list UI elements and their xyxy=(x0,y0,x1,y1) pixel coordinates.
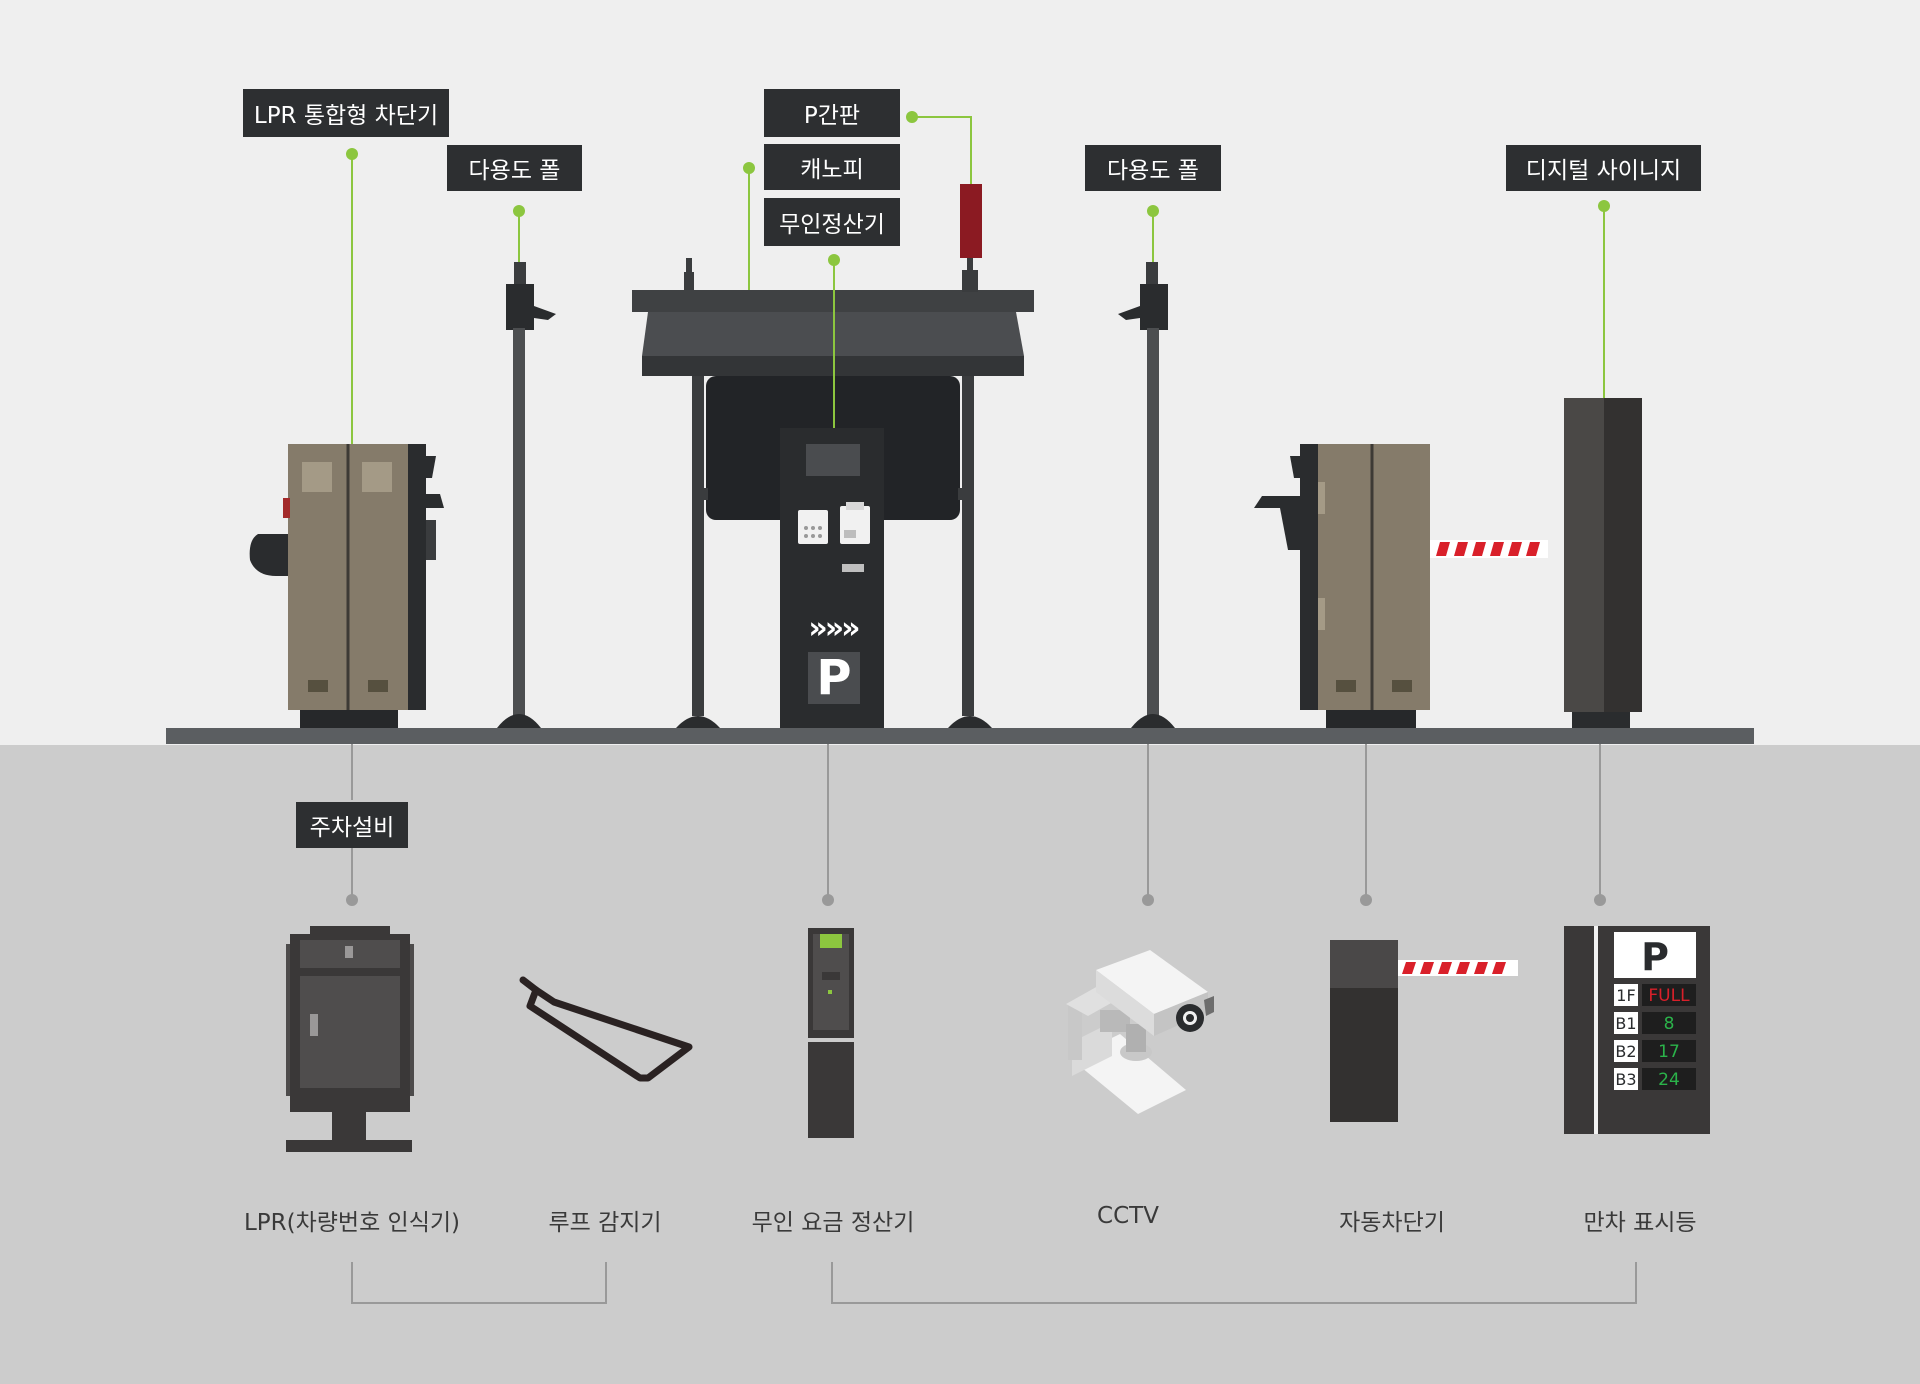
caption-auto-barrier: 자동차단기 xyxy=(1339,1210,1445,1236)
gray-leader-dots xyxy=(346,894,1606,906)
caption-payment-machine: 무인 요금 정산기 xyxy=(751,1210,915,1236)
full-sign-floor-label: 1F xyxy=(1616,986,1635,1005)
payment-machine-icon xyxy=(808,928,854,1138)
full-sign-value: 17 xyxy=(1658,1042,1680,1062)
full-sign-value-panel xyxy=(1642,1068,1696,1090)
label-parking-equipment: 주차설비 xyxy=(296,802,408,848)
label-pay-station: 무인정산기 xyxy=(764,198,900,246)
barrier-gate-right xyxy=(1254,444,1548,728)
multi-purpose-pole-left xyxy=(497,262,556,728)
green-leader-dots xyxy=(346,111,1610,266)
full-sign-value-panel xyxy=(1642,1012,1696,1034)
cctv-camera-icon xyxy=(1066,950,1214,1114)
caption-cctv: CCTV xyxy=(1097,1203,1159,1229)
gray-leader-lines xyxy=(351,744,1601,900)
caption-full-indicator: 만차 표시등 xyxy=(1583,1210,1697,1236)
full-sign-floor-label: B3 xyxy=(1615,1070,1636,1089)
payment-kiosk xyxy=(780,428,884,728)
full-sign-floor-box xyxy=(1614,1040,1638,1062)
group-brackets xyxy=(351,1262,1637,1304)
label-digital-signage: 디지털 사이니지 xyxy=(1506,145,1701,191)
loop-detector-icon xyxy=(519,976,693,1082)
caption-lpr: LPR(차량번호 인식기) xyxy=(243,1210,461,1236)
label-canopy: 캐노피 xyxy=(764,144,900,190)
lpr-integrated-gate xyxy=(249,444,444,728)
lpr-camera-icon xyxy=(286,926,414,1152)
full-sign-p-panel xyxy=(1614,932,1696,978)
label-p-sign: P간판 xyxy=(764,89,900,137)
full-sign-value: FULL xyxy=(1648,986,1690,1006)
full-sign-floor-box xyxy=(1614,984,1638,1006)
kiosk-p-symbol: P xyxy=(816,650,851,706)
full-sign-floor-box xyxy=(1614,1012,1638,1034)
digital-signage xyxy=(1564,398,1642,728)
caption-loop-detector: 루프 감지기 xyxy=(548,1210,662,1236)
p-sign-red xyxy=(960,184,982,292)
green-leader-lines xyxy=(351,116,1605,444)
full-sign-p-symbol: P xyxy=(1641,935,1669,979)
label-multi-purpose-pole-left: 다용도 폴 xyxy=(447,145,582,191)
full-sign-floor-box xyxy=(1614,1068,1638,1090)
label-multi-purpose-pole-right: 다용도 폴 xyxy=(1085,145,1221,191)
multi-purpose-pole-right xyxy=(1118,262,1175,728)
full-sign-value: 24 xyxy=(1658,1070,1680,1090)
kiosk-arrows: »»» xyxy=(808,611,859,646)
full-sign-value: 8 xyxy=(1664,1014,1675,1034)
auto-barrier-icon xyxy=(1330,940,1518,1122)
full-sign-value-panel xyxy=(1642,1040,1696,1062)
ground-platform xyxy=(166,728,1754,744)
full-sign-value-panel xyxy=(1642,984,1696,1006)
full-sign-floor-label: B2 xyxy=(1615,1042,1636,1061)
full-sign-floor-label: B1 xyxy=(1615,1014,1636,1033)
label-lpr-integrated-gate: LPR 통합형 차단기 xyxy=(243,89,449,137)
